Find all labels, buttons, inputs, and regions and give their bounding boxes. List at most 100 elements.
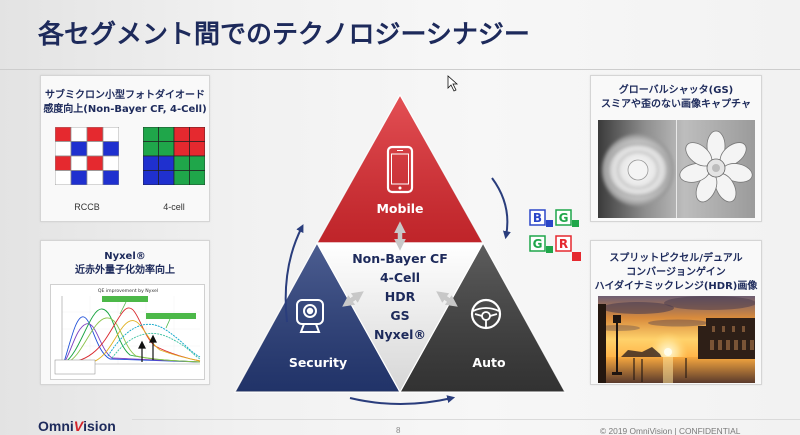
- hdr-panel: スプリットピクセル/デュアル コンバージョンゲイン ハイダイナミックレンジ(HD…: [590, 240, 762, 385]
- logo-text: ision: [83, 418, 116, 434]
- four-cell-filter-cell: [143, 155, 159, 171]
- technology-item: HDR: [385, 289, 416, 304]
- rccb-label: RCCB: [74, 202, 100, 212]
- global-shutter-panel: グローバルシャッタ(GS) スミアや歪のない画像キャプチャ: [590, 75, 762, 222]
- qe-curves: [63, 307, 201, 364]
- smartphone-icon: [386, 145, 414, 194]
- rccb-filter-cell: [70, 170, 88, 185]
- lamp-post: [612, 315, 622, 375]
- four-cell-filter-cell: [189, 155, 205, 171]
- red-subpixel: [572, 252, 581, 261]
- hdr-venice-photo: [598, 296, 755, 383]
- rccb-filter-cell: [102, 127, 119, 142]
- technology-item: Nyxel®: [374, 327, 426, 342]
- callout-pointer: [119, 301, 127, 315]
- steering-wheel-icon: [470, 298, 502, 330]
- palace-silhouette: [698, 318, 755, 359]
- global-shutter-panel-title: グローバルシャッタ(GS) スミアや歪のない画像キャプチャ: [591, 84, 761, 112]
- mobile-label: Mobile: [376, 201, 423, 216]
- panel-title-line: グローバルシャッタ(GS): [618, 85, 734, 96]
- chart-gridlines: [62, 296, 200, 364]
- chart-callout: [146, 313, 196, 319]
- rccb-filter-cell: [70, 155, 88, 171]
- hdr-panel-title: スプリットピクセル/デュアル コンバージョンゲイン ハイダイナミックレンジ(HD…: [591, 252, 761, 294]
- copyright-footer: © 2019 OmniVision | CONFIDENTIAL: [600, 426, 741, 435]
- rccb-filter-cell: [70, 127, 88, 142]
- qe-chart-image: QE improvement by Nyxel: [50, 284, 205, 380]
- mooring-poles: [633, 358, 687, 382]
- panel-title-line: コンバージョンゲイン: [626, 267, 726, 278]
- four-cell-filter-cell: [143, 127, 159, 142]
- four-cell-filter-cell: [158, 155, 175, 171]
- four-cell-filter-cell: [173, 170, 190, 185]
- rccb-filter-grid: [55, 127, 119, 185]
- four-cell-filter-cell: [158, 170, 175, 185]
- photodiode-panel: サブミクロン小型フォトダイオード 感度向上(Non-Bayer CF, 4-Ce…: [40, 75, 210, 222]
- panel-title-line: サブミクロン小型フォトダイオード: [45, 90, 205, 101]
- pixel-letter: B: [533, 211, 542, 225]
- pixel-letter: G: [559, 211, 569, 225]
- photodiode-panel-title: サブミクロン小型フォトダイオード 感度向上(Non-Bayer CF, 4-Ce…: [41, 89, 209, 117]
- rccb-filter-cell: [86, 170, 104, 185]
- panel-title-line: スミアや歪のない画像キャプチャ: [601, 99, 751, 110]
- four-cell-filter-cell: [173, 141, 190, 157]
- left-column: [598, 304, 606, 383]
- fan-hub: [627, 159, 649, 181]
- four-cell-filter-grid: [143, 127, 205, 185]
- auto-label: Auto: [472, 355, 506, 370]
- auto-core-double-arrow: [436, 291, 458, 307]
- four-cell-filter-cell: [189, 170, 205, 185]
- panel-title-line: スプリットピクセル/デュアル: [609, 253, 743, 264]
- page-number: 8: [396, 426, 401, 435]
- rccb-filter-cell: [86, 127, 104, 142]
- sun: [664, 348, 672, 356]
- panel-title-line: 近赤外量子化効率向上: [75, 265, 175, 276]
- security-core-double-arrow: [342, 291, 364, 307]
- slide-title: 各セグメント間でのテクノロジーシナジー: [38, 20, 530, 50]
- technology-item: 4-Cell: [380, 270, 420, 285]
- segment-shading: [317, 95, 483, 243]
- chart-callout: [102, 296, 148, 302]
- rccb-filter-cell: [86, 155, 104, 171]
- green-pixel: [555, 209, 572, 226]
- technology-item: GS: [390, 308, 409, 323]
- blue-subpixel: [546, 220, 553, 227]
- green-pixel: [529, 235, 546, 252]
- four-cell-label: 4-cell: [163, 202, 185, 212]
- rccb-filter-cell: [102, 170, 119, 185]
- logo-text: Omni: [38, 418, 74, 434]
- rccb-filter-cell: [55, 141, 72, 157]
- four-cell-filter-cell: [173, 127, 190, 142]
- nyxel-panel-title: Nyxel® 近赤外量子化効率向上: [41, 250, 209, 278]
- water: [598, 357, 755, 383]
- red-pixel: [555, 235, 572, 252]
- bayer-pattern-icon: B G G R: [529, 209, 581, 261]
- sharp-fan: [679, 130, 753, 203]
- green-subpixel: [572, 220, 579, 227]
- four-cell-filter-cell: [158, 141, 175, 157]
- omnivision-logo: OmniVision: [38, 418, 116, 435]
- logo-v-mark: V: [73, 418, 84, 434]
- security-camera-icon: [296, 299, 324, 333]
- chart-title: QE improvement by Nyxel: [98, 288, 158, 294]
- blue-pixel: [529, 209, 546, 226]
- synergy-triangle-diagram: Mobile Security Auto Non-Bayer CF 4-Cell…: [233, 93, 567, 405]
- panel-title-line: 感度向上(Non-Bayer CF, 4-Cell): [43, 104, 207, 115]
- four-cell-filter-cell: [158, 127, 175, 142]
- panel-title-line: ハイダイナミックレンジ(HDR)画像: [594, 281, 758, 292]
- footer-divider: [132, 419, 800, 420]
- cycle-arrow-bottom: [349, 395, 456, 405]
- security-label: Security: [289, 355, 347, 370]
- pixel-letter: G: [533, 237, 543, 251]
- rccb-filter-cell: [70, 141, 88, 157]
- global-shutter-photo: [598, 120, 755, 218]
- rccb-filter-cell: [102, 141, 119, 157]
- pixel-letter: R: [559, 237, 568, 251]
- chart-note-box: [54, 359, 96, 375]
- four-cell-filter-cell: [143, 170, 159, 185]
- four-cell-filter-cell: [189, 127, 205, 142]
- distant-island: [620, 347, 662, 358]
- clouds: [598, 296, 755, 331]
- cycle-arrow-left: [284, 224, 304, 323]
